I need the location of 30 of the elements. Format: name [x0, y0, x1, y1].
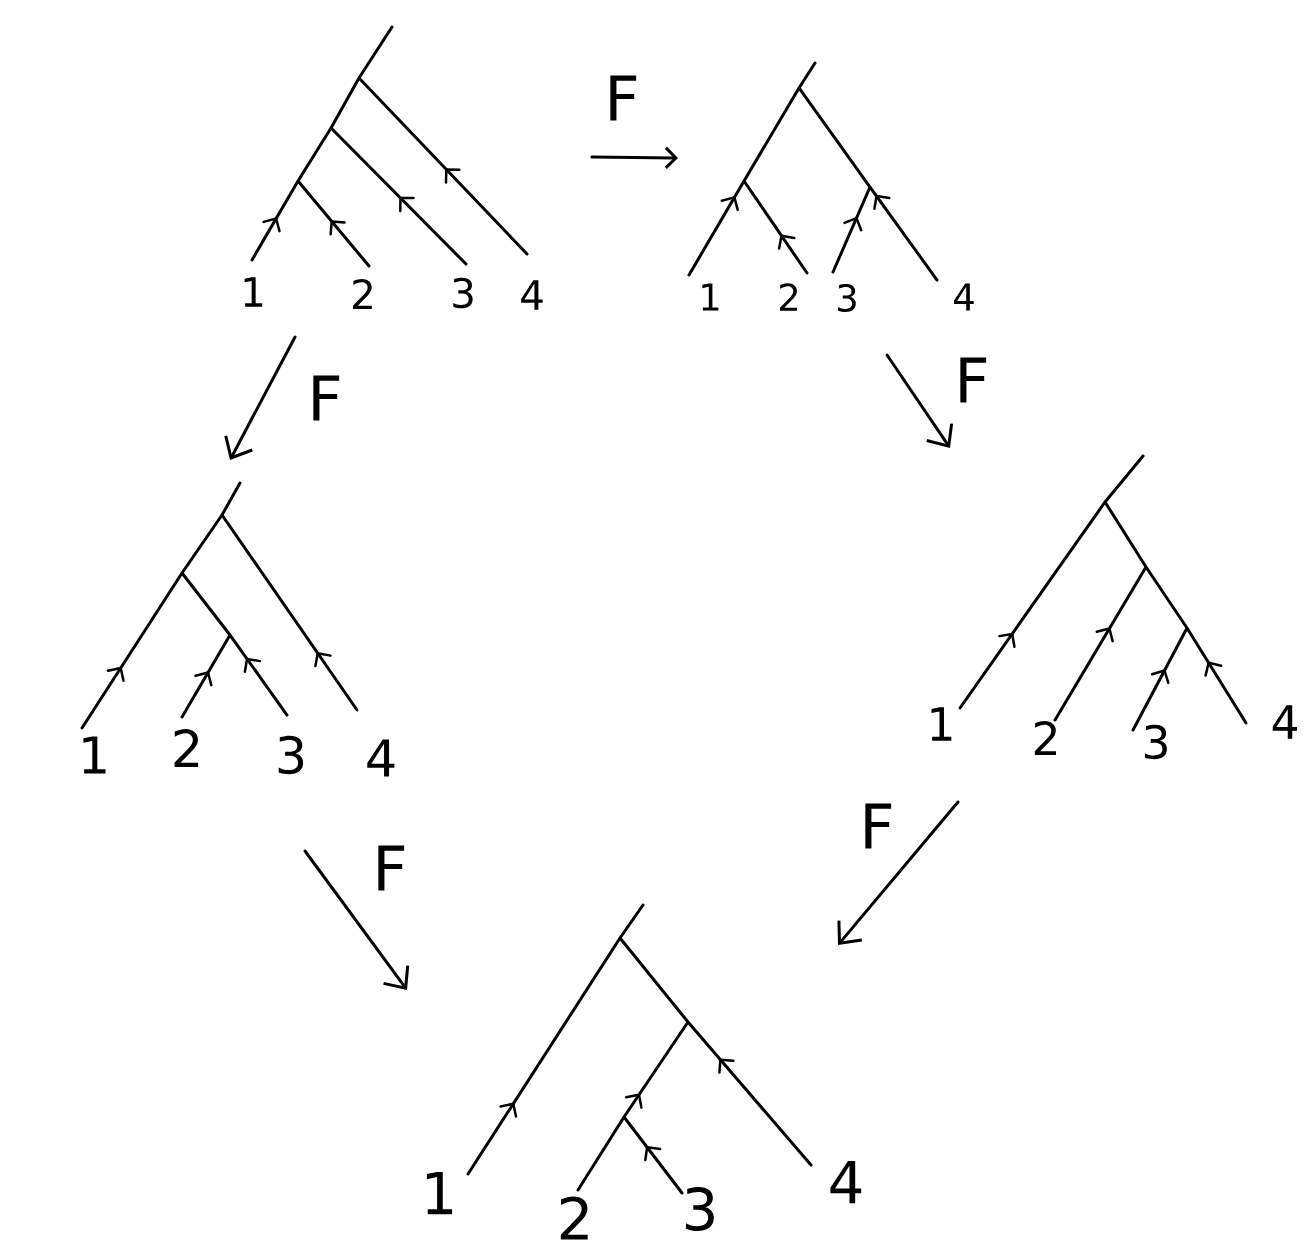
leaf-label: 3 — [453, 277, 473, 309]
arrow — [837, 800, 960, 945]
edge-label: F — [610, 75, 637, 121]
leaf-label: 4 — [521, 280, 543, 310]
leaf-label: 1 — [702, 283, 719, 311]
leaf-label: 1 — [931, 707, 952, 741]
leaf-label: 4 — [1272, 705, 1297, 739]
leaf-label: 3 — [838, 284, 856, 312]
arrow — [303, 849, 410, 990]
leaf-label: 2 — [1034, 721, 1056, 755]
leaf-label: 3 — [278, 735, 304, 775]
arrow — [224, 335, 297, 460]
leaf-label: 3 — [1144, 724, 1167, 760]
leaf-label: 2 — [560, 1196, 588, 1240]
leaf-label: 1 — [426, 1171, 453, 1215]
edge-label: F — [313, 375, 340, 421]
leaf-label: 2 — [174, 729, 199, 767]
leaf-label: 3 — [686, 1187, 714, 1231]
arrow — [885, 353, 954, 448]
edge-label: F — [960, 357, 987, 403]
leaf-label: 2 — [780, 283, 798, 311]
leaf-label: 4 — [367, 739, 395, 777]
leaf-label: 4 — [830, 1160, 862, 1204]
leaf-label: 2 — [353, 279, 372, 309]
leaf-label: 1 — [83, 736, 106, 774]
edge-label: F — [378, 845, 405, 891]
arrow — [590, 146, 678, 169]
edge-label: F — [865, 803, 892, 849]
leaf-label: 4 — [954, 283, 974, 311]
leaf-label: 1 — [244, 277, 263, 307]
